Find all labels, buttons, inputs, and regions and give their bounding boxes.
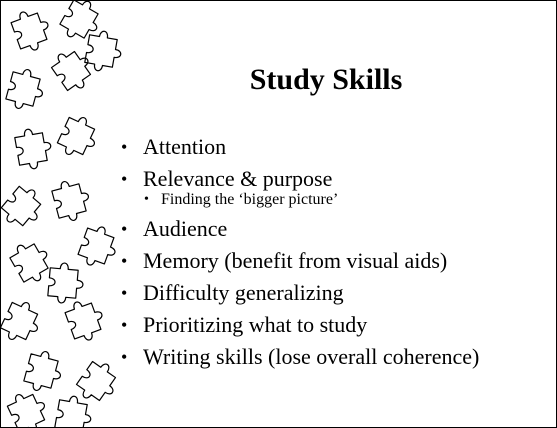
bullet-marker: • [121, 137, 128, 157]
bullet-list: • Attention • Relevance & purpose • Find… [121, 131, 479, 373]
bullet-item: • Difficulty generalizing [121, 277, 479, 309]
bullet-text: Audience [143, 216, 228, 241]
bullet-text: Writing skills (lose overall coherence) [143, 344, 480, 369]
bullet-item: • Relevance & purpose [121, 163, 479, 195]
bullet-text: Prioritizing what to study [143, 312, 368, 337]
puzzle-piece-icon [1, 1, 125, 427]
bullet-text: Finding the ‘bigger picture’ [161, 191, 339, 208]
bullet-text: Attention [143, 134, 227, 159]
bullet-marker: • [121, 219, 128, 239]
bullet-item: • Prioritizing what to study [121, 309, 479, 341]
sub-bullet-item: • Finding the ‘bigger picture’ [121, 191, 479, 209]
bullet-item: • Attention [121, 131, 479, 163]
bullet-item: • Writing skills (lose overall coherence… [121, 341, 479, 373]
bullet-marker: • [121, 315, 128, 335]
bullet-marker: • [121, 169, 128, 189]
bullet-item: • Memory (benefit from visual aids) [121, 245, 479, 277]
bullet-marker: • [121, 283, 128, 303]
bullet-item: • Audience [121, 213, 479, 245]
bullet-text: Difficulty generalizing [143, 280, 344, 305]
slide-title: Study Skills [249, 63, 403, 96]
bullet-marker: • [121, 251, 128, 271]
bullet-text: Relevance & purpose [143, 166, 333, 191]
bullet-marker: • [144, 192, 149, 207]
bullet-marker: • [121, 347, 128, 367]
bullet-text: Memory (benefit from visual aids) [143, 248, 448, 273]
